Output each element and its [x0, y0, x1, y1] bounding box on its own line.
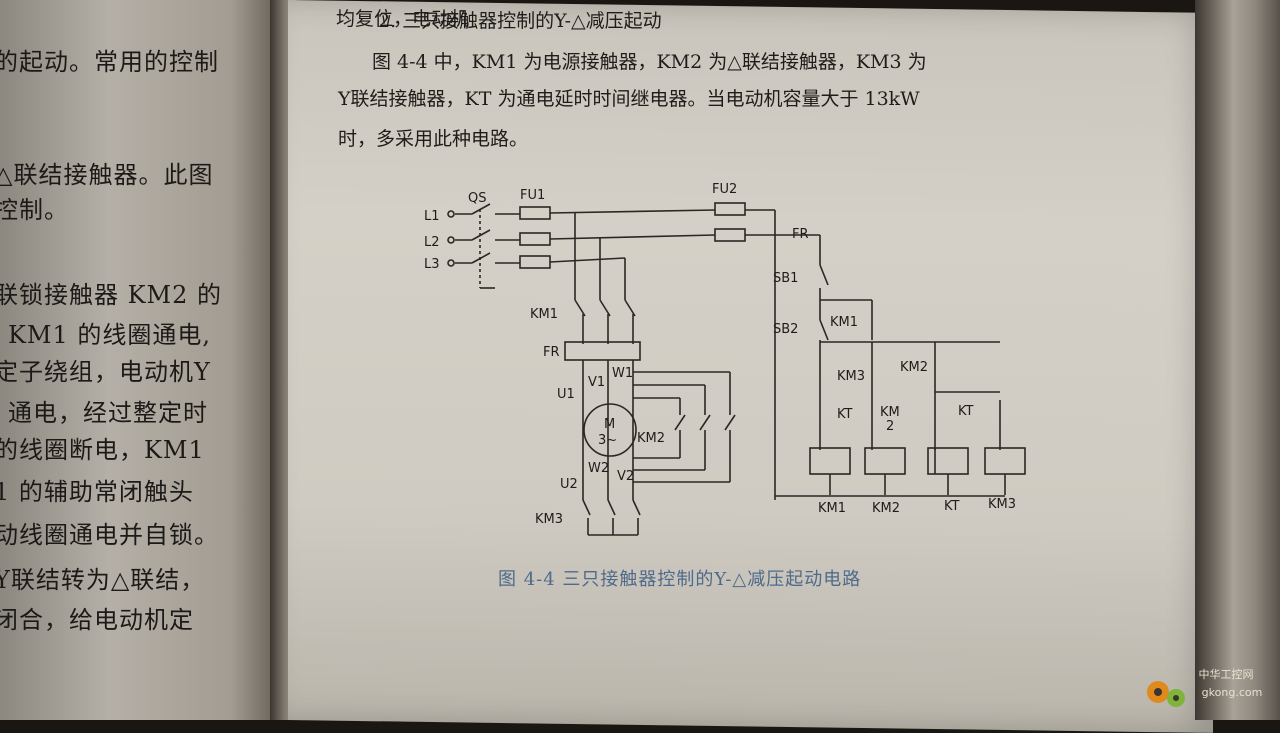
left-text-line: △联结接触器。此图 [0, 161, 214, 189]
label-km3-main: KM3 [535, 512, 563, 527]
label-km2-aux: KM2 [900, 360, 928, 375]
figure-caption: 图 4-4 三只接触器控制的Y-△减压起动电路 [498, 569, 862, 590]
watermark-logo: 中华工控网 gkong.com [1147, 667, 1263, 707]
paragraph-line: Y联结接触器，KT 为通电延时时间继电器。当电动机容量大于 13kW [338, 88, 920, 110]
right-page-edge [1195, 0, 1280, 720]
label-motor-m: M [604, 417, 615, 432]
label-coil-km3: KM3 [988, 497, 1016, 512]
label-fu2: FU2 [712, 182, 737, 197]
watermark-brand: 中华工控网 [1199, 667, 1254, 681]
label-km2-aux2: KM [880, 405, 900, 420]
label-u2: U2 [560, 477, 578, 492]
label-km2-main: KM2 [637, 431, 665, 446]
left-text-line: 控制。 [0, 196, 69, 224]
left-text-line: KM1 的线圈通电, [8, 321, 212, 349]
coil-kt [927, 447, 969, 475]
left-text-line: 联锁接触器 KM2 的 [0, 281, 223, 309]
label-km3-aux: KM3 [837, 369, 865, 384]
label-coil-km1: KM1 [818, 501, 846, 516]
control-circuit [774, 210, 1026, 500]
left-text-line: 闭合，给电动机定 [0, 606, 194, 634]
label-sb1: SB1 [773, 271, 798, 286]
watermark-url: gkong.com [1202, 686, 1263, 699]
label-kt-aux2: KT [958, 404, 974, 419]
paragraph-line: 时，多采用此种电路。 [338, 128, 529, 150]
paragraph-line: 图 4-4 中，KM1 为电源接触器，KM2 为△联结接触器，KM3 为 [372, 51, 927, 73]
label-kt-aux1: KT [837, 407, 853, 422]
label-km1-main: KM1 [530, 307, 558, 322]
label-v1: V1 [588, 375, 605, 390]
label-km1-aux: KM1 [830, 315, 858, 330]
label-sb2: SB2 [773, 322, 798, 337]
left-text-line: 动线圈通电并自锁。 [0, 521, 219, 549]
power-lines [447, 202, 820, 536]
text-line-top: 均复位，电动机 [336, 8, 470, 30]
left-page: 的起动。常用的控制 △联结接触器。此图 控制。 联锁接触器 KM2 的 KM1 … [0, 0, 272, 720]
left-text-line: 的起动。常用的控制 [0, 48, 219, 76]
label-fr-ctrl: FR [792, 227, 809, 242]
label-u1: U1 [557, 387, 575, 402]
left-text-line: Y联结转为△联结， [0, 566, 206, 594]
label-l3: L3 [424, 257, 440, 272]
label-fr-main: FR [543, 345, 560, 360]
coil-km2 [864, 447, 906, 475]
label-l2: L2 [424, 235, 440, 250]
diagram-labels: QS FU1 FU2 L1 L2 L3 KM1 FR U1 V1 W1 M 3~… [424, 182, 1016, 527]
label-v2: V2 [617, 469, 634, 484]
label-coil-km2: KM2 [872, 501, 900, 516]
coil-km3 [984, 447, 1026, 475]
label-km2-aux2-num: 2 [886, 419, 894, 434]
label-motor-phase: 3~ [598, 433, 617, 448]
label-l1: L1 [424, 209, 440, 224]
left-text-line: 通电，经过整定时 [8, 399, 208, 427]
label-qs: QS [468, 191, 486, 206]
left-text-line: 1 的辅助常闭触头 [0, 478, 194, 506]
label-coil-kt: KT [944, 499, 960, 514]
coil-km1 [809, 447, 851, 475]
section-heading: 2. 三只接触器控制的Y-△减压起动 [378, 10, 662, 32]
label-w1: W1 [612, 366, 633, 381]
label-fu1: FU1 [520, 188, 545, 203]
label-w2: W2 [588, 461, 609, 476]
left-text-line: 的线圈断电，KM1 [0, 436, 205, 464]
left-text-line: 定子绕组，电动机Y [0, 358, 211, 386]
